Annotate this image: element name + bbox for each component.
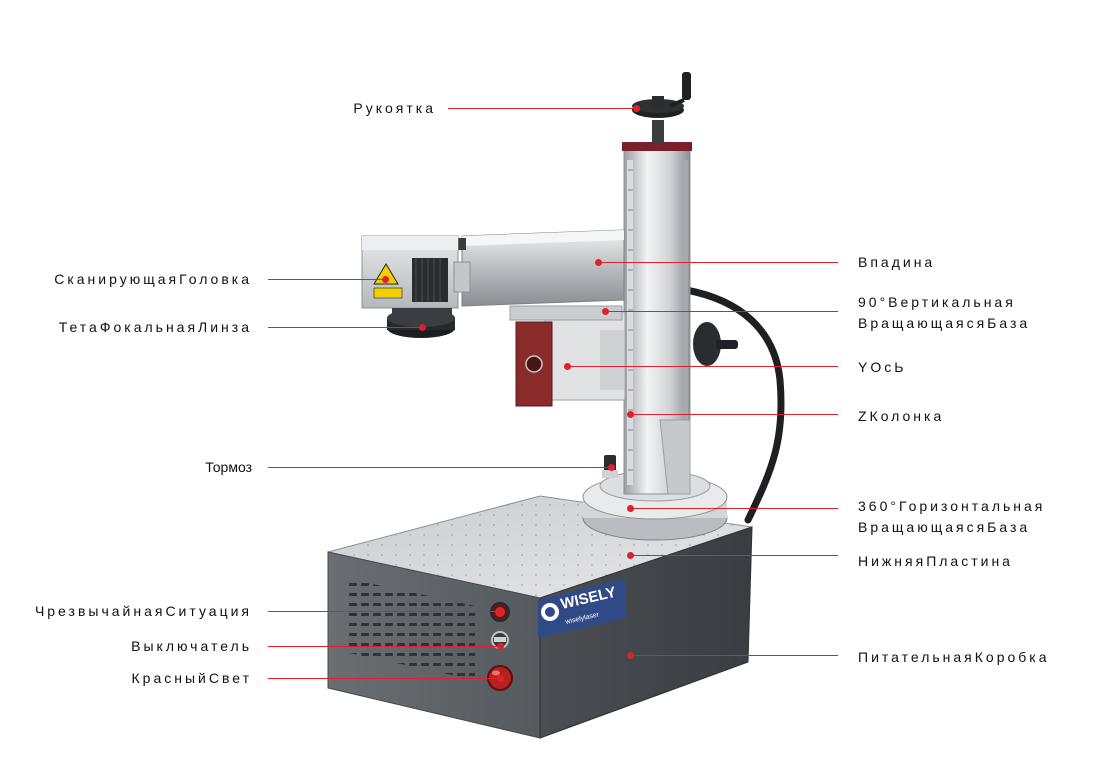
callout-line-bottom-plate: [630, 555, 838, 557]
callout-line-horizontal-base: [630, 508, 838, 510]
callout-dot-horizontal-base: [626, 505, 634, 513]
logo-emblem-inner: [545, 607, 555, 617]
callout-dot-emergency: [496, 608, 504, 616]
callout-line-power-box: [630, 655, 838, 657]
z-scale: [627, 160, 633, 485]
callout-dot-power-box: [626, 652, 634, 660]
callout-line-y-axis: [567, 366, 838, 368]
callout-dot-switch: [496, 643, 504, 651]
callout-line-red-light: [268, 678, 500, 680]
callout-dot-z-column: [626, 411, 634, 419]
label-handle: Рукоятка: [353, 100, 436, 116]
fiber-cable: [682, 286, 785, 524]
callout-dot-scan-head: [381, 276, 389, 284]
scan-head-fins: [412, 258, 448, 302]
label-vertical-base: 90°Вертикальная ВращающаясяБаза: [858, 292, 1030, 334]
label-bottom-plate: НижняяПластина: [858, 553, 1013, 569]
label-horizontal-base-line1: 360°Горизонтальная: [858, 498, 1046, 514]
callout-line-scan-head: [268, 279, 385, 281]
callout-line-z-column: [630, 414, 838, 416]
callout-dot-handle: [632, 105, 640, 113]
label-z-column: ZКолонка: [858, 408, 945, 424]
callout-line-handle: [448, 108, 636, 110]
callout-line-switch: [268, 646, 500, 648]
callout-line-focal-lens: [268, 327, 422, 329]
callout-line-brake: [268, 467, 611, 469]
label-switch: Выключатель: [131, 638, 252, 654]
label-y-axis: YОсЬ: [858, 359, 907, 375]
column-cap: [622, 142, 692, 151]
label-vertical-base-line1: 90°Вертикальная: [858, 294, 1016, 310]
callout-line-emergency: [268, 611, 500, 613]
label-scan-head: СканирующаяГоловка: [54, 271, 252, 287]
label-groove: Впадина: [858, 254, 936, 270]
label-power-box: ПитательнаяКоробка: [858, 649, 1050, 665]
callout-dot-groove: [594, 259, 602, 267]
callout-line-vertical-base: [605, 311, 838, 313]
callout-line-groove: [598, 262, 838, 264]
label-red-light: КрасныйСвет: [131, 670, 252, 686]
label-brake: Тормоз: [205, 459, 252, 475]
callout-dot-bottom-plate: [626, 552, 634, 560]
label-horizontal-base: 360°Горизонтальная ВращающаясяБаза: [858, 496, 1045, 538]
label-emergency: ЧрезвычайнаяСитуация: [34, 603, 252, 619]
rear-knob: [693, 322, 721, 366]
base-vent-grille: [345, 578, 475, 680]
callout-dot-brake: [607, 464, 615, 472]
handle-grip: [682, 72, 691, 100]
base-side-face: [539, 526, 753, 739]
callout-dot-vertical-base: [601, 308, 609, 316]
scale-ticks: [628, 169, 633, 471]
callout-dot-red-light: [496, 675, 504, 683]
callout-dot-focal-lens: [418, 324, 426, 332]
callout-dot-y-axis: [563, 363, 571, 371]
label-focal-lens: ТетаФокальнаяЛинза: [58, 319, 252, 335]
label-vertical-base-line2: ВращающаясяБаза: [858, 315, 1031, 331]
label-horizontal-base-line2: ВращающаясяБаза: [858, 519, 1031, 535]
logo-panel: [538, 578, 626, 638]
